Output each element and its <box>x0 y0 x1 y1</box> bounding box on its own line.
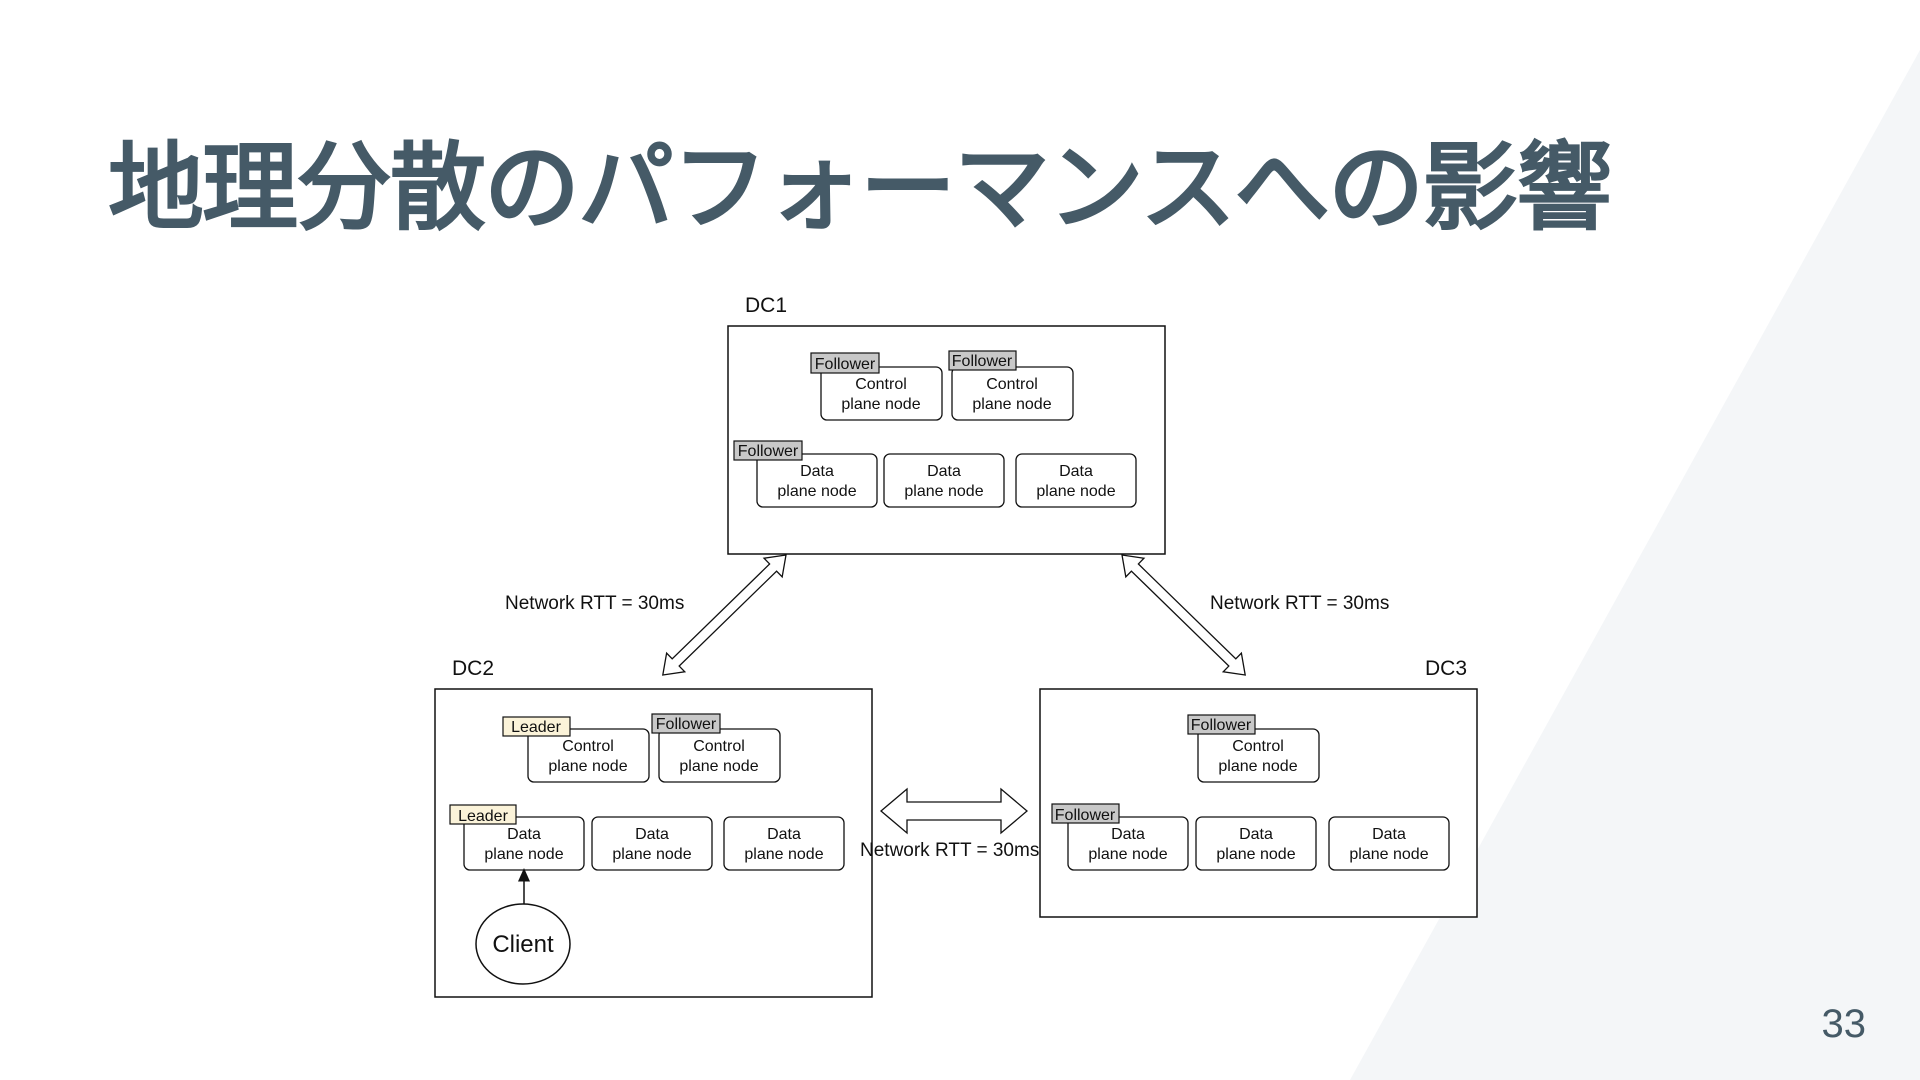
dc3-data-node-3: Data plane node <box>1328 816 1450 871</box>
datacenter-dc2: DC2 Control plane node Leader Control pl… <box>434 657 873 998</box>
link-dc1-dc3: Network RTT = 30ms <box>1121 554 1389 676</box>
node-label-line2: plane node <box>484 846 563 863</box>
dc2-control-node-2: Control plane node Follower <box>651 713 781 783</box>
node-label-line2: plane node <box>841 396 920 413</box>
node-label-line2: plane node <box>1088 846 1167 863</box>
double-arrow-icon <box>1121 554 1246 676</box>
follower-tag <box>733 440 803 461</box>
dc3-data-node-1: Data plane node Follower <box>1051 803 1189 871</box>
dc1-control-node-1: Control plane node Follower <box>810 352 943 421</box>
role-tag-text: Follower <box>1055 807 1116 824</box>
dc1-control-node-2: Control plane node Follower <box>948 350 1074 421</box>
dc1-label: DC1 <box>745 294 787 317</box>
client-label: Client <box>492 931 554 958</box>
client-node <box>475 903 571 985</box>
rtt-label-dc2-dc3: Network RTT = 30ms <box>860 840 1039 861</box>
node-label-line1: Data <box>927 463 961 480</box>
datacenter-dc1: DC1 Control plane node Follower Control … <box>727 294 1166 555</box>
role-tag-text: Follower <box>815 356 876 373</box>
role-tag-text: Leader <box>511 719 561 736</box>
link-dc2-dc3: Network RTT = 30ms <box>860 787 1039 861</box>
node-label-line1: Data <box>507 826 541 843</box>
dc2-data-node-1: Data plane node Leader <box>449 804 585 871</box>
node-label-line1: Control <box>562 738 614 755</box>
node-label-line1: Control <box>1232 738 1284 755</box>
dc2-data-node-2: Data plane node <box>591 816 713 871</box>
role-tag-text: Follower <box>1191 717 1252 734</box>
dc2-data-node-3: Data plane node <box>723 816 845 871</box>
node-label-line1: Data <box>1239 826 1273 843</box>
role-tag-text: Follower <box>738 443 799 460</box>
dc3-label: DC3 <box>1425 657 1467 680</box>
node-label-line2: plane node <box>1349 846 1428 863</box>
dc3-control-node-1: Control plane node Follower <box>1187 714 1320 783</box>
role-tag-text: Follower <box>952 353 1013 370</box>
double-arrow-icon <box>879 787 1029 835</box>
leader-tag <box>449 804 517 825</box>
follower-tag <box>810 352 880 374</box>
node-label-line2: plane node <box>744 846 823 863</box>
page-number: 33 <box>1821 1002 1867 1046</box>
dc1-data-node-1: Data plane node Follower <box>733 440 878 508</box>
leader-tag <box>502 716 571 737</box>
dc1-box <box>727 325 1166 555</box>
node-label-line2: plane node <box>548 758 627 775</box>
node-label-line2: plane node <box>679 758 758 775</box>
node-label-line1: Control <box>986 376 1038 393</box>
follower-tag <box>651 713 721 734</box>
node-label-line2: plane node <box>904 483 983 500</box>
dc3-data-node-2: Data plane node <box>1195 816 1317 871</box>
slide-title: 地理分散のパフォーマンスへの影響 <box>108 132 1612 244</box>
rtt-label-dc1-dc3: Network RTT = 30ms <box>1210 593 1389 614</box>
node-label-line2: plane node <box>1216 846 1295 863</box>
follower-tag <box>1187 714 1256 735</box>
node-label-line1: Data <box>1059 463 1093 480</box>
node-label-line2: plane node <box>777 483 856 500</box>
node-label-line1: Data <box>635 826 669 843</box>
follower-tag <box>1051 803 1120 824</box>
node-label-line2: plane node <box>1218 758 1297 775</box>
dc1-data-node-2: Data plane node <box>883 453 1005 508</box>
node-label-line1: Control <box>693 738 745 755</box>
node-label-line2: plane node <box>612 846 691 863</box>
node-label-line1: Data <box>1372 826 1406 843</box>
dc2-label: DC2 <box>452 657 494 680</box>
node-label-line1: Control <box>855 376 907 393</box>
link-dc1-dc2: Network RTT = 30ms <box>505 554 787 676</box>
follower-tag <box>948 350 1017 371</box>
datacenter-dc3: DC3 Control plane node Follower Data pla… <box>1039 657 1478 918</box>
dc2-control-node-1: Control plane node Leader <box>502 716 650 783</box>
node-label-line2: plane node <box>1036 483 1115 500</box>
role-tag-text: Follower <box>656 716 717 733</box>
role-tag-text: Leader <box>458 808 508 825</box>
dc1-data-node-3: Data plane node <box>1015 453 1137 508</box>
node-label-line1: Data <box>767 826 801 843</box>
double-arrow-icon <box>662 554 787 676</box>
dc3-box <box>1039 688 1478 918</box>
node-label-line1: Data <box>1111 826 1145 843</box>
node-label-line2: plane node <box>972 396 1051 413</box>
node-label-line1: Data <box>800 463 834 480</box>
rtt-label-dc1-dc2: Network RTT = 30ms <box>505 593 684 614</box>
